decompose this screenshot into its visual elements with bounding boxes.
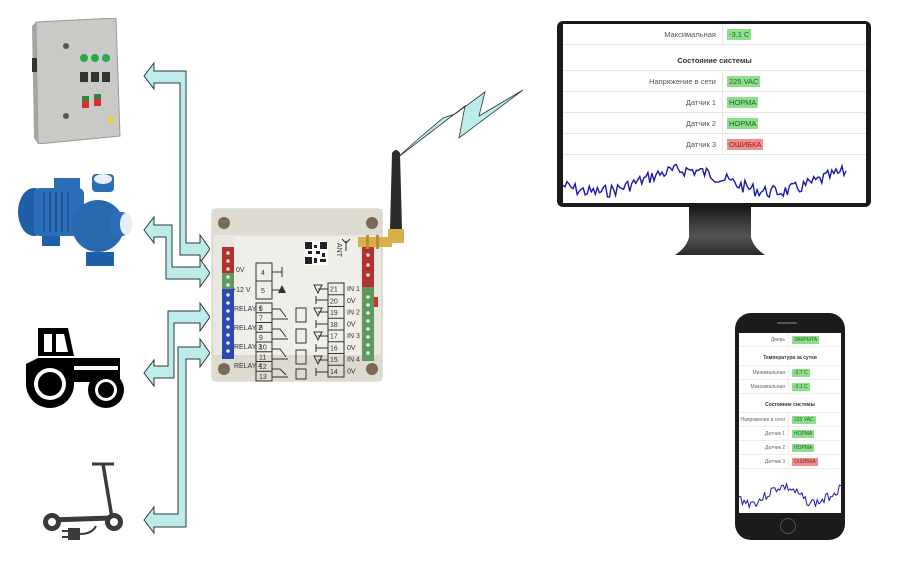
terminal-19: 19 xyxy=(330,310,338,317)
terminal-17: 17 xyxy=(330,334,338,341)
row-label: Датчик 3 xyxy=(563,134,723,154)
input-label: 0V xyxy=(347,298,356,305)
input-label: 0V xyxy=(347,368,356,375)
phone-screen: Дверь ЗАКРЫТА Температура за сутки Миним… xyxy=(739,333,841,513)
phone-chart xyxy=(739,481,841,510)
terminal-label-12v: +12 V xyxy=(232,287,251,294)
terminal-14: 14 xyxy=(330,369,338,376)
status-badge: -3.1 C xyxy=(792,382,810,391)
terminal-18: 18 xyxy=(330,322,338,329)
arrow-pump xyxy=(143,215,210,289)
phone-row-door: Дверь ЗАКРЫТА xyxy=(739,333,841,347)
water-pump-image xyxy=(14,170,136,272)
phone-speaker xyxy=(777,322,797,324)
row-label: Датчик 2 xyxy=(563,113,723,133)
row-label: Напряжение в сети xyxy=(563,71,723,91)
status-badge: ОШИБКА xyxy=(792,457,818,466)
terminal-15: 15 xyxy=(330,357,338,364)
monitor-chart xyxy=(563,163,847,199)
phone-temp-row: Максимальная-3.1 C xyxy=(739,380,841,394)
arrow-tractor xyxy=(143,301,210,388)
connection-arrows xyxy=(143,61,210,535)
terminal-label-0v: 0V xyxy=(236,267,245,274)
row-label: Минимальная xyxy=(739,366,789,379)
monitor-stand xyxy=(675,207,765,257)
input-label: IN 3 xyxy=(347,333,360,340)
input-label: 0V xyxy=(347,321,356,328)
row-label: Датчик 1 xyxy=(563,92,723,112)
status-badge: ОШИБКА xyxy=(727,138,764,150)
terminal-6: 6 xyxy=(259,306,263,313)
terminal-7: 7 xyxy=(259,315,263,322)
status-badge: -3.7 C xyxy=(792,368,810,377)
phone-section-system: Состояние системы xyxy=(739,394,841,413)
relay-label: RELAY 2 xyxy=(234,325,262,332)
terminal-16: 16 xyxy=(330,345,338,352)
phone-home-button[interactable] xyxy=(780,518,796,534)
phone-section-temp: Температура за сутки xyxy=(739,347,841,366)
monitor-row: Датчик 1 НОРМА xyxy=(563,92,866,113)
monitor-row: Датчик 3 ОШИБКА xyxy=(563,134,866,155)
status-badge: 225 VAC xyxy=(727,75,761,87)
status-badge: ЗАКРЫТА xyxy=(792,335,820,344)
phone-temp-row: Минимальная-3.7 C xyxy=(739,366,841,380)
status-badge: -3.1 C xyxy=(727,28,752,40)
terminal-21: 21 xyxy=(330,287,338,294)
row-label: Датчик 3 xyxy=(739,455,789,468)
antenna xyxy=(356,145,406,255)
section-title: Состояние системы xyxy=(563,45,866,71)
terminal-8: 8 xyxy=(259,325,263,332)
terminal-11: 11 xyxy=(259,354,266,361)
row-label: Напряжение в сети xyxy=(739,413,789,426)
arrow-cabinet xyxy=(143,61,210,265)
terminal-13: 13 xyxy=(259,374,267,381)
row-label: Датчик 1 xyxy=(739,427,789,440)
row-label: Датчик 2 xyxy=(739,441,789,454)
monitor-row: Датчик 2 НОРМА xyxy=(563,113,866,134)
qr-code xyxy=(304,241,328,265)
monitor-row: Напряжение в сети 225 VAC xyxy=(563,71,866,92)
relay-label: RELAY 4 xyxy=(234,363,262,370)
relay-label: RELAY 3 xyxy=(234,344,262,351)
input-label: 0V xyxy=(347,345,356,352)
terminal-20: 20 xyxy=(330,298,338,305)
relay-label: RELAY 1 xyxy=(234,306,262,313)
wireless-signal-icon xyxy=(396,89,524,159)
terminal-5: 5 xyxy=(261,288,265,295)
status-badge: 225 VAC xyxy=(792,415,816,424)
monitor-screen: Максимальная -3.1 C Состояние системы На… xyxy=(563,24,866,203)
arrow-scooter xyxy=(143,337,210,535)
status-badge: НОРМА xyxy=(727,96,759,108)
status-badge: НОРМА xyxy=(727,117,759,129)
input-label: IN 1 xyxy=(347,286,360,293)
monitor-row-max-temp: Максимальная -3.1 C xyxy=(563,24,866,45)
status-badge: НОРМА xyxy=(792,429,815,438)
terminal-9: 9 xyxy=(259,335,263,342)
input-label: IN 2 xyxy=(347,310,360,317)
gsm-relay-controller: ANT 4 5 0V +12 V 6 7 8 9 10 11 12 13 RELAY 1 RELA… xyxy=(210,205,388,385)
antenna-label: ANT xyxy=(335,243,342,258)
terminal-12: 12 xyxy=(259,364,267,371)
control-cabinet-image xyxy=(28,18,124,144)
tractor-icon xyxy=(24,324,126,410)
status-badge: НОРМА xyxy=(792,443,815,452)
electric-scooter-icon xyxy=(40,460,126,542)
row-label: Максимальная xyxy=(739,380,789,393)
terminal-4: 4 xyxy=(261,270,265,277)
terminal-10: 10 xyxy=(259,345,267,352)
input-label: IN 4 xyxy=(347,357,360,364)
